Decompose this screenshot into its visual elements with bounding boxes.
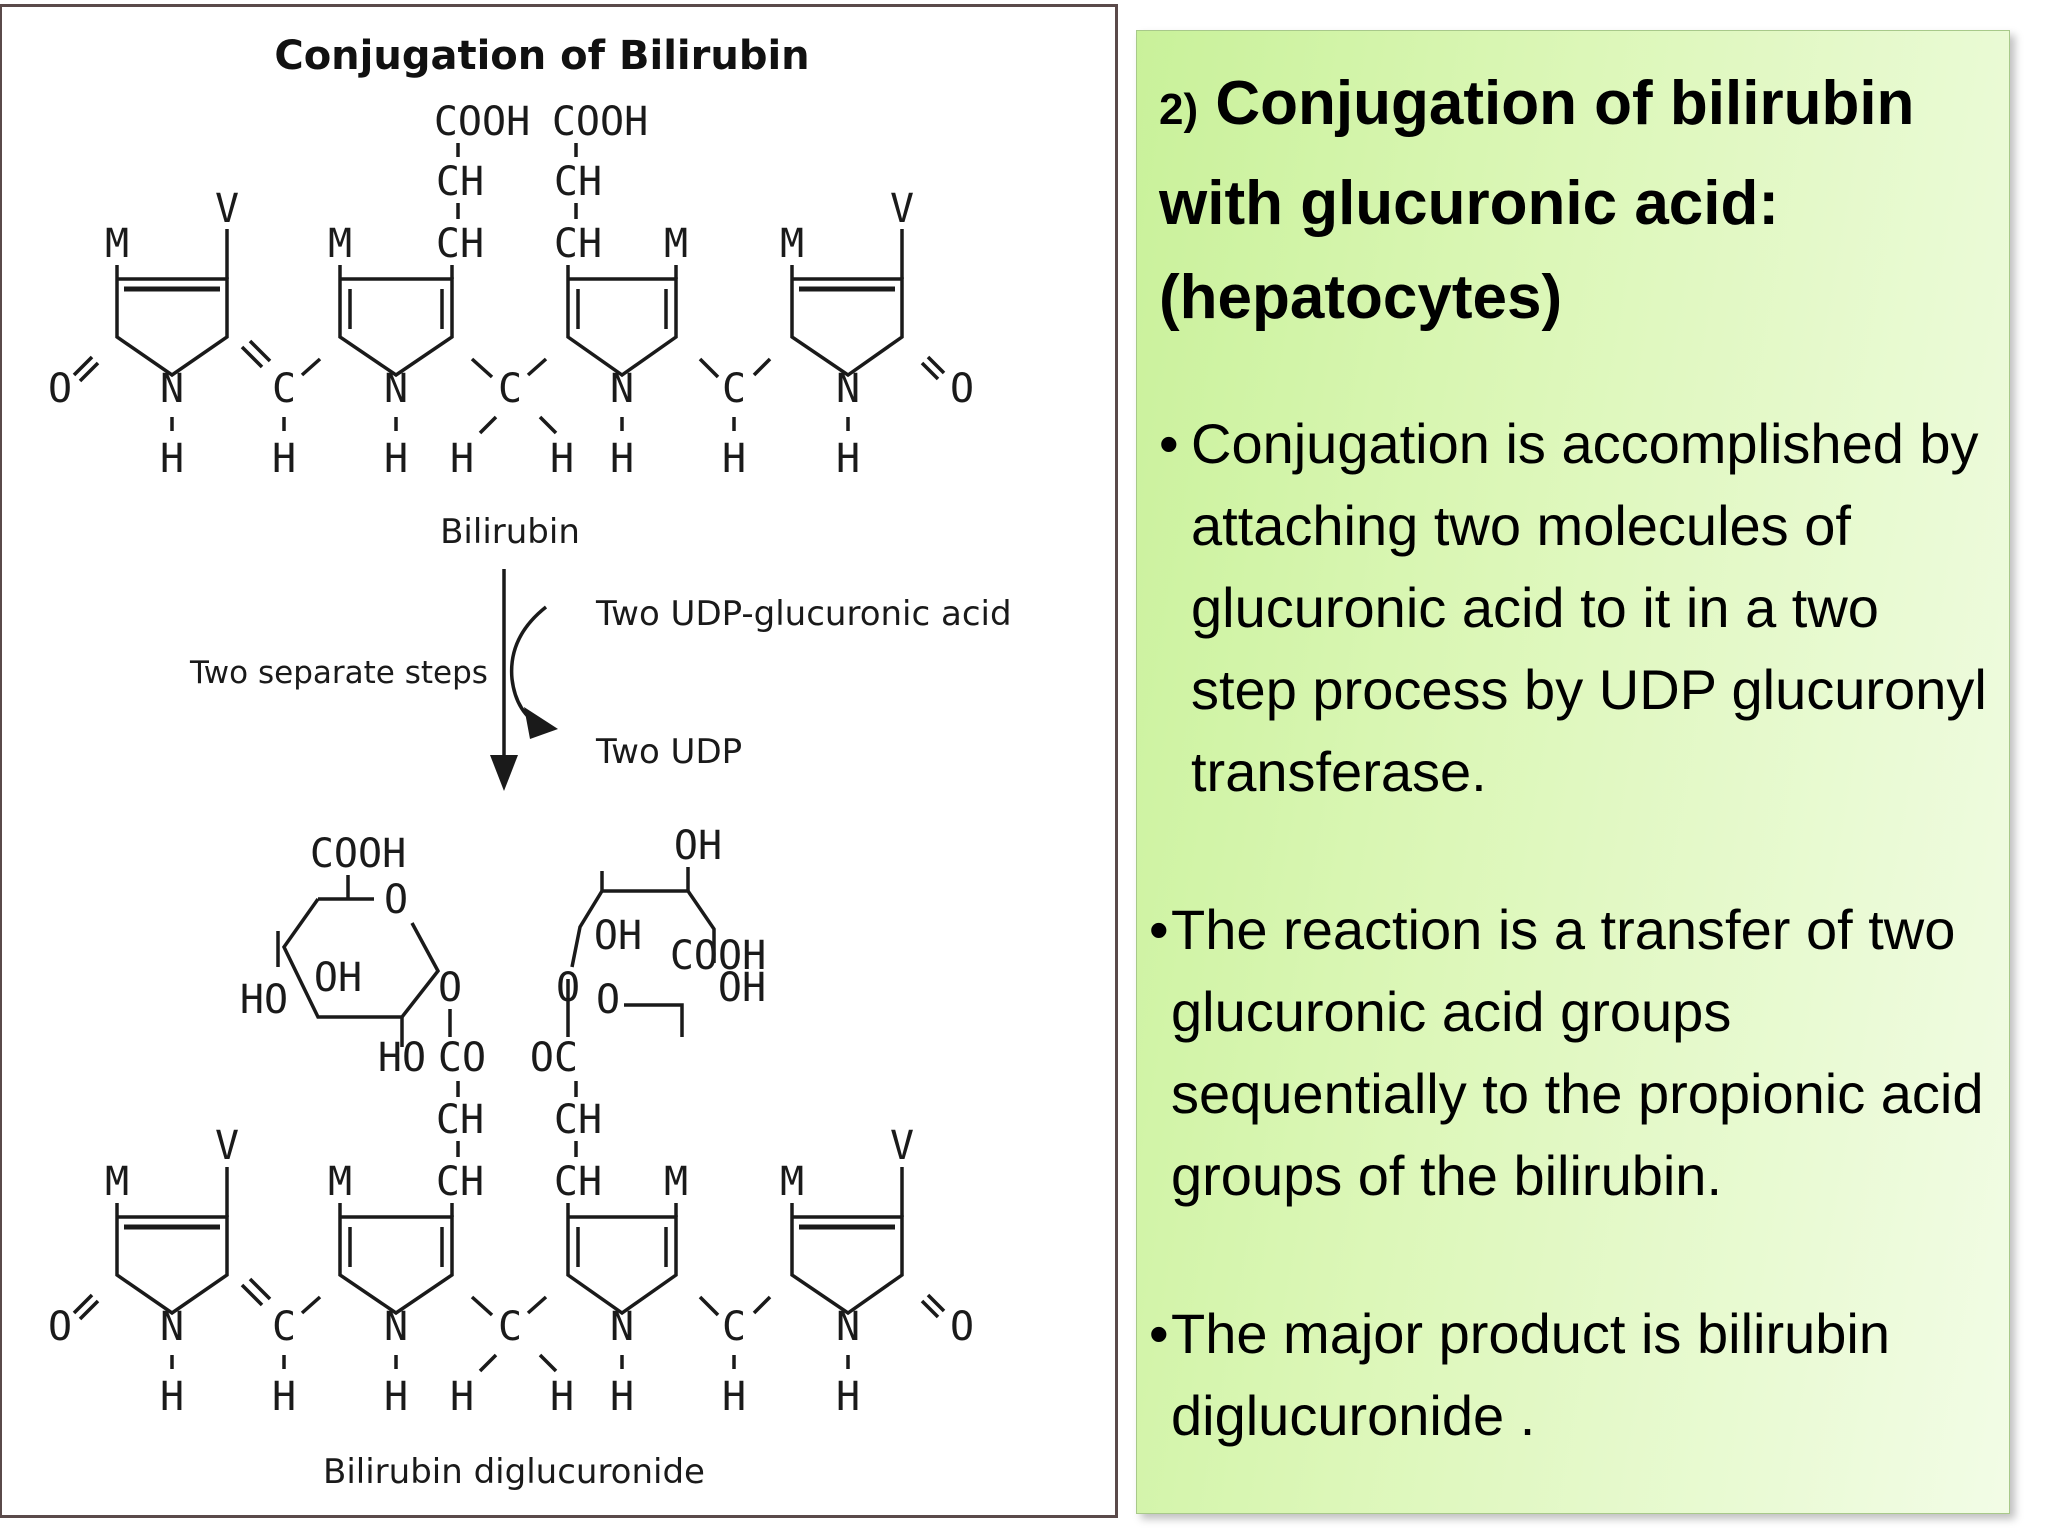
atom-m: M [105,221,129,267]
atom-h: H [450,436,474,482]
heading-text: Conjugation of bilirubin with glucuronic… [1159,69,1915,332]
atom-ch: CH [436,221,484,267]
bullet-marker: • [1149,1302,1169,1365]
atom-co: CO [438,1035,486,1081]
atom-h: H [610,436,634,482]
atom-cooh: COOH [310,831,406,877]
atom-ch: CH [554,221,602,267]
atom-c: C [272,1304,296,1350]
atom-m: M [780,1159,804,1205]
bilirubin-conjugation-figure: Conjugation of Bilirubin COOH COOH CH CH… [0,4,1118,1518]
atom-c: C [498,366,522,412]
arrow-side-note: Two separate steps [189,655,488,691]
atom-h: H [384,436,408,482]
atom-m: M [105,1159,129,1205]
atom-m: M [664,221,688,267]
bilirubin-diglucuronide-structure: COOH O OH HO HO O CO OH OH C [48,823,974,1420]
bilirubin-diglucuronide-label: Bilirubin diglucuronide [323,1452,705,1492]
atom-oh: OH [314,955,362,1001]
atom-v: V [215,1123,239,1169]
atom-c: C [272,366,296,412]
atom-h: H [160,1374,184,1420]
bullet-marker: • [1159,412,1179,475]
atom-c: C [722,1304,746,1350]
atom-n: N [836,1304,860,1350]
atom-h: H [550,436,574,482]
atom-o: O [556,965,580,1011]
atom-v: V [890,186,914,232]
atom-o: O [48,366,72,412]
reaction-arrow [490,569,558,791]
atom-h: H [722,1374,746,1420]
atom-oh: OH [718,965,766,1011]
bullet-item: • The major product is bilirubin diglucu… [1149,1293,1989,1457]
atom-m: M [328,221,352,267]
atom-m: M [664,1159,688,1205]
atom-n: N [160,1304,184,1350]
atom-cooh: COOH [670,933,766,979]
figure-title: Conjugation of Bilirubin [274,33,809,79]
atom-ho: HO [240,977,288,1023]
atom-o: O [950,1304,974,1350]
atom-n: N [384,366,408,412]
bullet-text: The reaction is a transfer of two glucur… [1171,898,1984,1207]
atom-o: O [950,366,974,412]
atom-m: M [328,1159,352,1205]
atom-c: C [498,1304,522,1350]
atom-v: V [890,1123,914,1169]
atom-ch: CH [554,1159,602,1205]
atom-h: H [384,1374,408,1420]
atom-h: H [610,1374,634,1420]
atom-n: N [610,366,634,412]
atom-n: N [610,1304,634,1350]
atom-h: H [450,1374,474,1420]
atom-cooh: COOH [434,99,530,145]
atom-h: H [272,436,296,482]
slide-heading: 2) Conjugation of bilirubin with glucuro… [1159,57,1989,345]
bilirubin-structure: COOH COOH CH CH CH CH M V M M M V [48,99,974,482]
reaction-diagram: Conjugation of Bilirubin COOH COOH CH CH… [48,33,1012,1492]
atom-o: O [438,965,462,1011]
atom-cooh: COOH [552,99,648,145]
atom-ch: CH [436,159,484,205]
atom-o: O [384,877,408,923]
atom-h: H [836,436,860,482]
atom-n: N [384,1304,408,1350]
bullet-text: Conjugation is accomplished by attaching… [1191,412,1987,803]
atom-o: O [48,1304,72,1350]
atom-ch: CH [436,1159,484,1205]
bullet-item: • Conjugation is accomplished by attachi… [1149,403,1989,813]
atom-h: H [272,1374,296,1420]
text-panel: 2) Conjugation of bilirubin with glucuro… [1136,30,2010,1514]
atom-h: H [160,436,184,482]
atom-oh: OH [674,823,722,869]
atom-h: H [722,436,746,482]
atom-ho: HO [378,1035,426,1081]
heading-number: 2) [1159,85,1199,134]
arrow-product-label: Two UDP [595,732,742,772]
atom-ch: CH [554,1097,602,1143]
atom-oc: OC [530,1035,578,1081]
atom-c: C [722,366,746,412]
bullet-marker: • [1149,898,1169,961]
arrow-reagent-label: Two UDP-glucuronic acid [595,594,1012,634]
atom-n: N [836,366,860,412]
bilirubin-label: Bilirubin [440,512,580,552]
atom-oh: OH [594,913,642,959]
atom-ch: CH [554,159,602,205]
atom-h: H [550,1374,574,1420]
atom-h: H [836,1374,860,1420]
atom-o: O [596,977,620,1023]
atom-n: N [160,366,184,412]
atom-ch: CH [436,1097,484,1143]
bullet-item: • The reaction is a transfer of two gluc… [1149,889,1989,1217]
bullet-text: The major product is bilirubin diglucuro… [1171,1302,1890,1447]
atom-m: M [780,221,804,267]
atom-v: V [215,186,239,232]
